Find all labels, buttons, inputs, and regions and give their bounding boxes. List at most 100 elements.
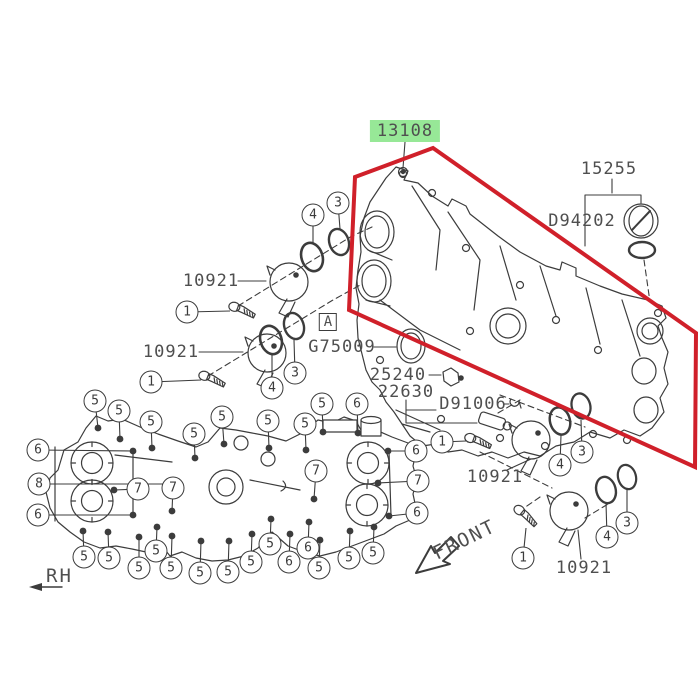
callout-5[interactable]: 5 [159,556,183,580]
selected-part-highlight-box [346,145,699,471]
bolt-dot [384,447,392,455]
callout-6[interactable]: 6 [26,438,50,462]
callout-7[interactable]: 7 [304,459,328,483]
bolt-dot [354,429,362,437]
bolt-dot [286,530,294,538]
callout-3[interactable]: 3 [283,361,307,385]
callout-5[interactable]: 5 [83,389,107,413]
bolt-dot [225,537,233,545]
callout-6[interactable]: 6 [296,536,320,560]
oil-pressure-switch-glyph [442,367,464,387]
callout-5[interactable]: 5 [258,532,282,556]
callout-5[interactable]: 5 [182,422,206,446]
leader-lines [198,141,642,560]
callout-8[interactable]: 8 [27,472,51,496]
callout-5[interactable]: 5 [256,409,280,433]
callout-3[interactable]: 3 [326,191,350,215]
clip-glyph [509,398,522,409]
callout-leader [37,449,134,452]
bolt-dot [110,486,118,494]
callout-6[interactable]: 6 [26,503,50,527]
callout-6[interactable]: 6 [405,501,429,525]
callout-7[interactable]: 7 [126,477,150,501]
sensor-glyph [477,411,512,431]
part-label-10921[interactable]: 10921 [555,558,613,578]
bolt-dot [310,495,318,503]
bolt-dot [302,446,310,454]
callout-5[interactable]: 5 [293,412,317,436]
callout-5[interactable]: 5 [144,539,168,563]
oil-filler-cap-glyph [623,203,659,239]
part-label-10921[interactable]: 10921 [142,342,200,362]
callout-3[interactable]: 3 [615,511,639,535]
callout-5[interactable]: 5 [361,541,385,565]
part-label-22630[interactable]: 22630 [377,382,435,402]
rh-arrow-icon [29,583,63,591]
callout-5[interactable]: 5 [97,546,121,570]
callout-6[interactable]: 6 [345,392,369,416]
bolt-dot [248,530,256,538]
bolt-dot [374,479,382,487]
callout-4[interactable]: 4 [301,203,325,227]
part-label-D91006[interactable]: D91006 [439,394,507,414]
view-marker-A[interactable]: A [318,313,338,331]
callout-5[interactable]: 5 [188,561,212,585]
callout-5[interactable]: 5 [239,550,263,574]
bolt-dot [385,512,393,520]
callout-4[interactable]: 4 [548,453,572,477]
callout-5[interactable]: 5 [310,392,334,416]
callout-5[interactable]: 5 [127,556,151,580]
cap-o-ring-glyph [627,240,657,260]
callout-5[interactable]: 5 [307,556,331,580]
callout-7[interactable]: 7 [406,469,430,493]
rear-timing-cover-art [355,166,669,459]
bolt-dot [94,424,102,432]
callout-5[interactable]: 5 [107,399,131,423]
bolt-dot [346,527,354,535]
callout-1[interactable]: 1 [175,300,199,324]
bolt-dot [104,528,112,536]
bolt-dot [135,533,143,541]
bolt-dot [267,515,275,523]
bolt-dot [148,444,156,452]
bolt-dot [265,444,273,452]
callout-5[interactable]: 5 [210,405,234,429]
part-label-13108[interactable]: 13108 [369,120,441,142]
bolt-dot [305,518,313,526]
part-label-10921[interactable]: 10921 [466,467,524,487]
callout-3[interactable]: 3 [570,440,594,464]
callout-1[interactable]: 1 [430,430,454,454]
callout-5[interactable]: 5 [72,545,96,569]
part-label-10921[interactable]: 10921 [182,271,240,291]
bolt-dot [129,511,137,519]
small-parts-line-art [196,166,659,547]
bolt-dot [116,435,124,443]
callout-5[interactable]: 5 [139,410,163,434]
bolt-dot [191,454,199,462]
part-label-G75009[interactable]: G75009 [308,337,376,357]
callout-7[interactable]: 7 [161,476,185,500]
bolt-dot [220,440,228,448]
part-label-15255[interactable]: 15255 [580,159,638,179]
part-label-25240[interactable]: 25240 [369,365,427,385]
part-label-D94202[interactable]: D94202 [548,211,616,231]
callout-4[interactable]: 4 [595,525,619,549]
callout-1[interactable]: 1 [511,546,535,570]
callout-1[interactable]: 1 [139,370,163,394]
callout-6[interactable]: 6 [404,439,428,463]
bolt-dot [79,527,87,535]
front-arrow-icon [415,536,460,574]
bolt-dot [129,447,137,455]
bolt-dot [370,523,378,531]
callout-5[interactable]: 5 [337,546,361,570]
bolt-dot [168,532,176,540]
bolt-dot [168,507,176,515]
bolt-dot [153,523,161,531]
callout-4[interactable]: 4 [260,376,284,400]
callout-6[interactable]: 6 [277,550,301,574]
bolt-dot [319,428,327,436]
callout-5[interactable]: 5 [216,560,240,584]
